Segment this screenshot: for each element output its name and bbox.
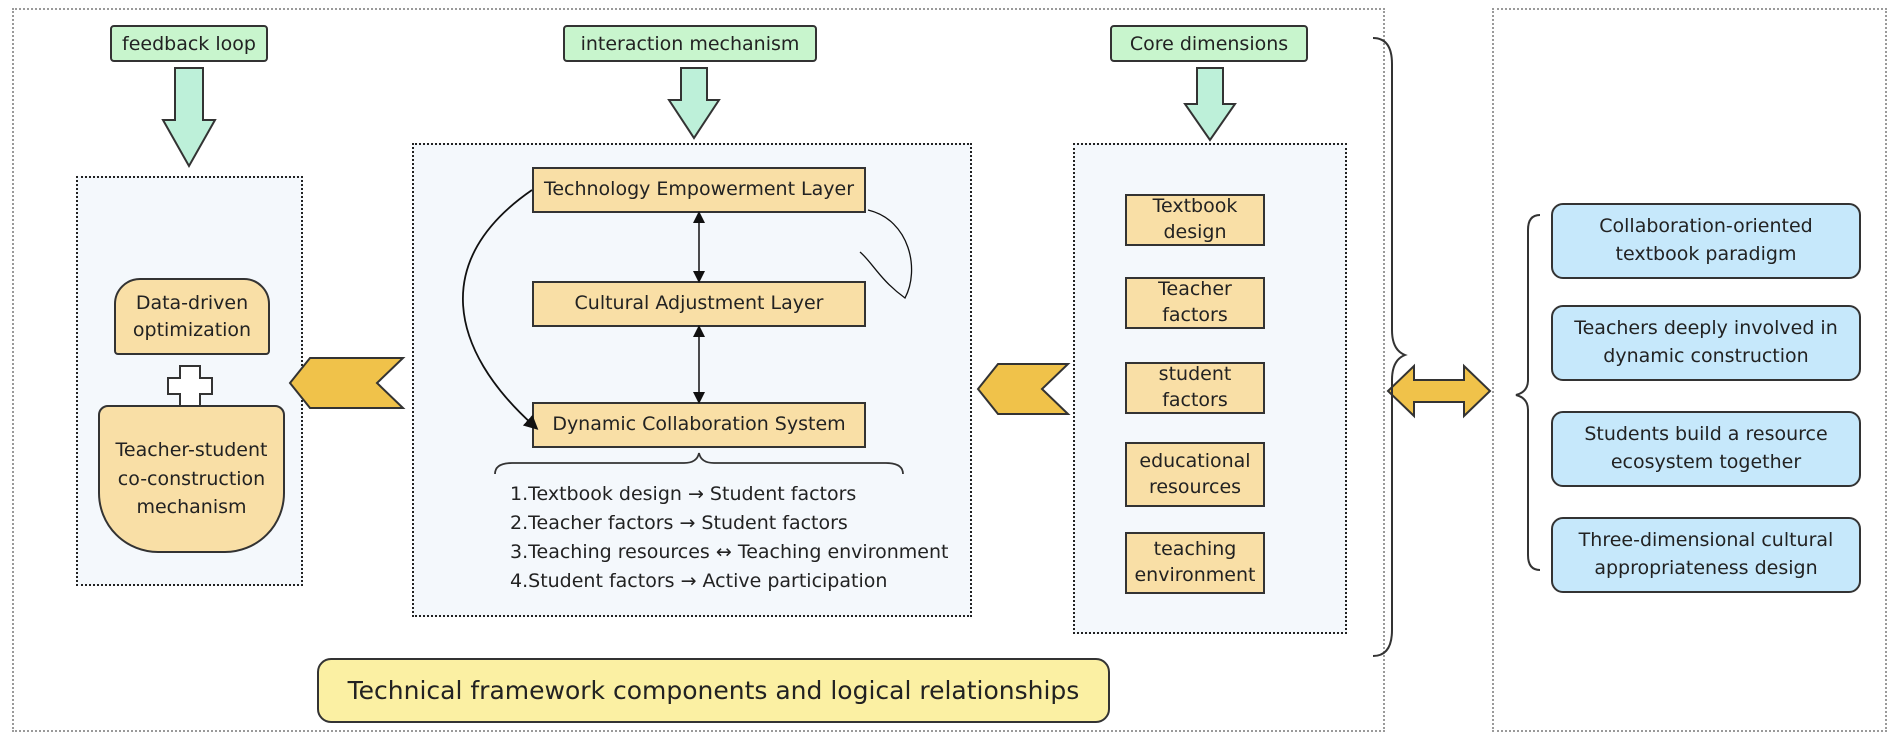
technology-empowerment-layer: Technology Empowerment Layer bbox=[532, 167, 866, 213]
plus-icon bbox=[167, 365, 213, 407]
summary-item-cultural-design: Three-dimensional cultural appropriatene… bbox=[1551, 517, 1861, 593]
summary-left-brace bbox=[1515, 214, 1541, 571]
core-item-textbook-design: Textbook design bbox=[1125, 194, 1265, 246]
co-construction-mechanism-box: Teacher-student co-construction mechanis… bbox=[98, 405, 285, 553]
relation-item: 4.Student factors → Active participation bbox=[510, 570, 888, 592]
relations-list: 1.Textbook design → Student factors 2.Te… bbox=[510, 480, 965, 596]
summary-item-teachers-involved: Teachers deeply involved in dynamic cons… bbox=[1551, 305, 1861, 381]
middle-brace bbox=[494, 452, 904, 475]
summary-item-resource-ecosystem: Students build a resource ecosystem toge… bbox=[1551, 411, 1861, 487]
summary-item-textbook-paradigm: Collaboration-oriented textbook paradigm bbox=[1551, 203, 1861, 279]
core-item-teacher-factors: Teacher factors bbox=[1125, 277, 1265, 329]
double-arrow bbox=[1386, 363, 1492, 419]
right-summary-frame bbox=[1492, 8, 1887, 732]
core-item-educational-resources: educational resources bbox=[1125, 442, 1265, 507]
core-item-teaching-environment: teaching environment bbox=[1125, 532, 1265, 594]
data-driven-optimization-box: Data-driven optimization bbox=[114, 278, 270, 355]
core-item-student-factors: student factors bbox=[1125, 362, 1265, 414]
left-chevron-arrow-2 bbox=[976, 363, 1071, 415]
core-down-arrow bbox=[1183, 67, 1237, 142]
dynamic-collaboration-system: Dynamic Collaboration System bbox=[532, 402, 866, 448]
co-construction-mechanism-text: Teacher-student co-construction mechanis… bbox=[115, 439, 268, 519]
relation-item: 1.Textbook design → Student factors bbox=[510, 483, 857, 505]
framework-right-brace bbox=[1372, 37, 1408, 657]
interaction-mechanism-panel bbox=[412, 143, 972, 617]
core-dimensions-label: Core dimensions bbox=[1110, 25, 1308, 62]
feedback-down-arrow bbox=[161, 67, 217, 169]
relation-item: 3.Teaching resources ↔ Teaching environm… bbox=[510, 541, 949, 563]
left-chevron-arrow-1 bbox=[288, 357, 406, 409]
feedback-loop-label: feedback loop bbox=[110, 25, 268, 62]
data-driven-optimization-text: Data-driven optimization bbox=[132, 291, 252, 341]
interaction-down-arrow bbox=[667, 67, 721, 140]
framework-caption: Technical framework components and logic… bbox=[317, 658, 1110, 723]
relation-item: 2.Teacher factors → Student factors bbox=[510, 512, 848, 534]
interaction-mechanism-label: interaction mechanism bbox=[563, 25, 817, 62]
curved-connector bbox=[462, 189, 539, 430]
loop-squiggle bbox=[859, 209, 913, 299]
main-framework-frame bbox=[12, 8, 1385, 732]
